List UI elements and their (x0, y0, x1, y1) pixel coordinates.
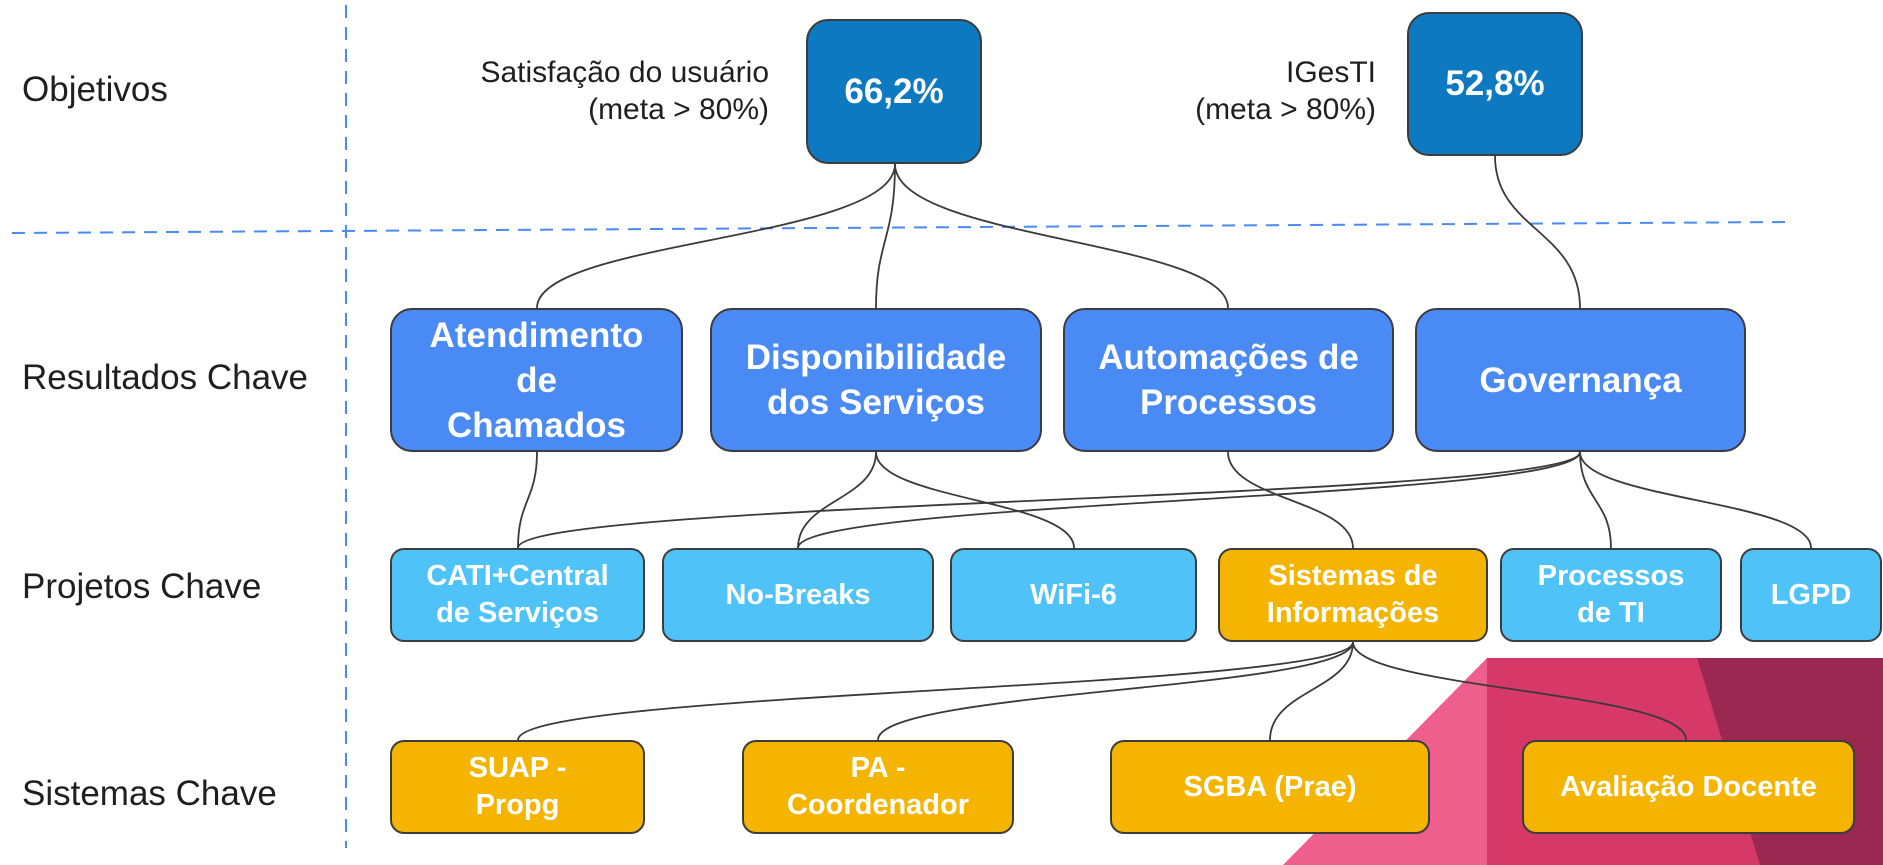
project-sistemas-informacoes[interactable]: Sistemas de Informações (1218, 548, 1488, 642)
edge-governanca-processos (1579, 451, 1612, 549)
edge-sistemas-avaliacao (1352, 641, 1687, 741)
project-cati-central[interactable]: CATI+Central de Serviços (390, 548, 645, 642)
system-pa-coordenador-label: PA - Coordenador (786, 752, 970, 821)
key-result-automacoes[interactable]: Automações de Processos (1063, 308, 1394, 452)
objective-node-igesti[interactable]: 52,8% (1407, 12, 1583, 156)
objective-label-satisfacao-text: Satisfação do usuário (meta > 80%) (480, 56, 769, 126)
system-suap-propg[interactable]: SUAP - Propg (390, 740, 645, 834)
edge-sistemas-sgba (1269, 641, 1354, 741)
project-lgpd-label: LGPD (1770, 578, 1852, 611)
system-avaliacao-docente-label: Avaliação Docente (1560, 770, 1817, 803)
row-label-sistemas-chave: Sistemas Chave (22, 774, 277, 813)
key-result-atendimento[interactable]: Atendimento de Chamados (390, 308, 683, 452)
edge-sistemas-pa (877, 641, 1354, 741)
project-wifi-6[interactable]: WiFi-6 (950, 548, 1197, 642)
edge-governanca-nobreaks (797, 451, 1581, 549)
edge-sistemas-suap (517, 641, 1354, 741)
edge-disponibilidade-wifi (875, 451, 1075, 549)
project-no-breaks[interactable]: No-Breaks (662, 548, 934, 642)
project-processos-ti-label: Processos de TI (1537, 560, 1685, 629)
horizontal-divider (11, 221, 1791, 234)
edge-governanca-lgpd (1579, 451, 1812, 549)
edge-disponibilidade-nobreaks (797, 451, 877, 549)
edge-atendimento-cati (517, 451, 538, 549)
objective-value-igesti: 52,8% (1445, 64, 1545, 103)
project-sistemas-informacoes-label: Sistemas de Informações (1266, 560, 1440, 629)
system-sgba-prae-label: SGBA (Prae) (1183, 770, 1357, 803)
key-result-disponibilidade[interactable]: Disponibilidade dos Serviços (710, 308, 1042, 452)
project-no-breaks-label: No-Breaks (725, 578, 871, 611)
project-wifi-6-label: WiFi-6 (1030, 578, 1117, 611)
project-processos-ti[interactable]: Processos de TI (1500, 548, 1722, 642)
key-result-governanca-label: Governança (1479, 360, 1682, 400)
row-label-resultados-chave: Resultados Chave (22, 358, 308, 397)
objective-node-satisfacao[interactable]: 66,2% (806, 19, 982, 164)
key-result-atendimento-label: Atendimento de Chamados (429, 315, 644, 445)
edge-automacoes-sistemas (1227, 451, 1354, 549)
edge-igesti-governanca (1494, 155, 1581, 309)
row-label-projetos-chave: Projetos Chave (22, 567, 262, 606)
system-sgba-prae[interactable]: SGBA (Prae) (1110, 740, 1430, 834)
edge-satisfacao-atendimento (536, 163, 896, 309)
objective-value-satisfacao: 66,2% (844, 71, 944, 111)
key-result-automacoes-label: Automações de Processos (1098, 338, 1359, 422)
edge-governanca-cati (517, 451, 1581, 549)
objective-label-igesti: IGesTI (meta > 80%) (1195, 54, 1376, 128)
edge-satisfacao-disponibilidade (875, 163, 896, 309)
key-result-disponibilidade-label: Disponibilidade dos Serviços (745, 338, 1007, 422)
project-lgpd[interactable]: LGPD (1740, 548, 1882, 642)
project-cati-central-label: CATI+Central de Serviços (426, 560, 609, 629)
system-avaliacao-docente[interactable]: Avaliação Docente (1522, 740, 1855, 834)
system-suap-propg-label: SUAP - Propg (468, 752, 567, 821)
system-pa-coordenador[interactable]: PA - Coordenador (742, 740, 1014, 834)
key-result-governanca[interactable]: Governança (1415, 308, 1746, 452)
row-label-objetivos: Objetivos (22, 70, 168, 109)
edge-satisfacao-automacoes (894, 163, 1229, 309)
objective-label-igesti-text: IGesTI (meta > 80%) (1195, 56, 1376, 126)
objective-label-satisfacao: Satisfação do usuário (meta > 80%) (480, 54, 769, 128)
